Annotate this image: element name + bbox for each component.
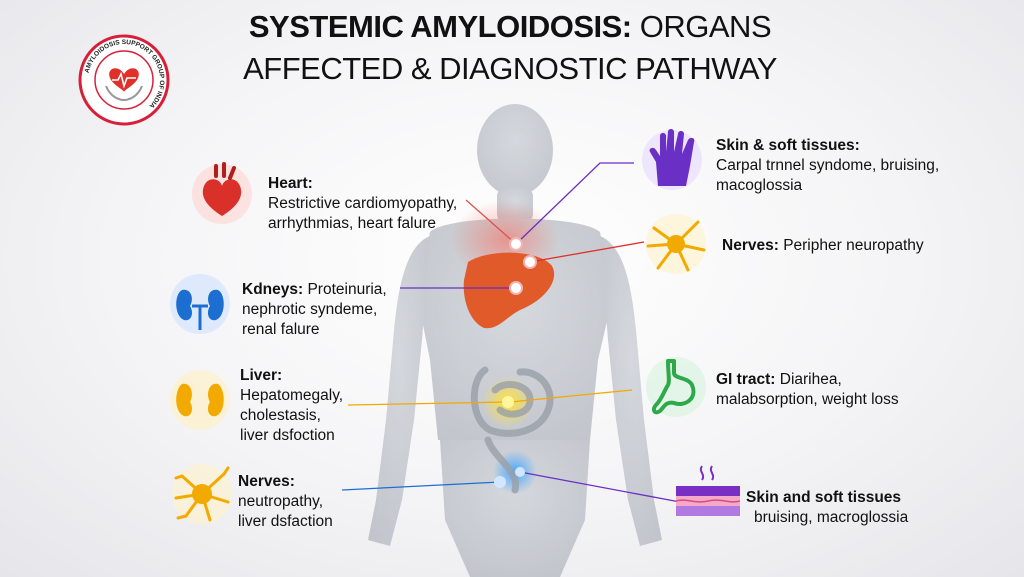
title-line1-rest: ORGANS [639,9,772,44]
callout-heart: Heart: Restrictive cardiomyopathy, arrhy… [268,174,457,234]
nerves-left-line-2: liver dsfaction [238,513,333,530]
liver-line-2: cholestasis, [240,407,321,424]
heart-line-1: Restrictive cardiomyopathy, [268,195,458,212]
kidneys-line-1: Proteinuria, [307,281,387,298]
gi-heading: GI tract: [716,371,776,388]
liver-organ [463,252,555,329]
gi-line-1: Diarihea, [779,371,842,388]
nerves-left-heading: Nerves: [238,473,295,490]
gi-line-2: malabsorption, weight loss [716,391,899,408]
callout-skin-bottom: Skin and soft tissues bruising, macroglo… [746,488,908,528]
heart-line-2: arrhythmias, heart falure [268,215,436,232]
nerves-left-line-1: neutropathy, [238,493,324,510]
kidneys-heading: Kdneys: [242,281,304,298]
callout-nerves-left: Nerves: neutropathy, liver dsfaction [238,472,333,532]
amyloidosis-support-logo: AMYLOIDOSIS SUPPORT GROUP OF INDIA [78,34,170,126]
stomach-icon [646,357,706,417]
kidneys-line-3: renal falure [242,321,320,338]
heart-icon [192,162,252,224]
title-line2: AFFECTED & DIAGNOSTIC PATHWAY [243,51,777,86]
skin-bottom-line-1: bruising, macroglossia [754,509,909,526]
hotspot-dots [509,237,537,295]
heart-heading: Heart: [268,175,313,192]
liver-heading: Liver: [240,367,283,384]
callout-kidneys: Kdneys: Proteinuria, nephrotic syndeme, … [242,280,387,340]
skin-top-heading: Skin & soft tissues: [716,137,860,154]
connector-lines [341,162,681,503]
liver-line-3: liver dsfoction [240,427,335,444]
skin-top-line-1: Carpal trnnel syndome, bruising, [716,157,940,174]
nerve-cell-icon-right [646,214,706,274]
skin-top-line-2: macoglossia [716,177,803,194]
skin-bottom-heading: Skin and soft tissues [746,489,902,506]
nerves-right-heading: Nerves: [722,237,779,254]
kidneys-line-2: nephrotic syndeme, [242,301,378,318]
nerve-cell-icon-left [172,464,232,524]
hand-icon [642,129,702,190]
nerves-right-line-1: Peripher neuropathy [783,237,924,254]
callout-gi: GI tract: Diarihea, malabsorption, weigh… [716,370,899,410]
callout-skin-top: Skin & soft tissues: Carpal trnnel syndo… [716,136,939,196]
kidneys-icon [170,274,230,334]
title-line1-bold: SYSTEMIC AMYLOIDOSIS: [248,9,632,44]
liver-line-1: Hepatomegaly, [240,387,344,404]
page-title: SYSTEMIC AMYLOIDOSIS: ORGANS AFFECTED & … [210,6,810,90]
callout-nerves-right: Nerves: Peripher neuropathy [722,236,924,256]
liver-icon [170,370,230,430]
callout-liver: Liver: Hepatomegaly, cholestasis, liver … [240,366,343,446]
skin-layers-icon [676,465,740,516]
